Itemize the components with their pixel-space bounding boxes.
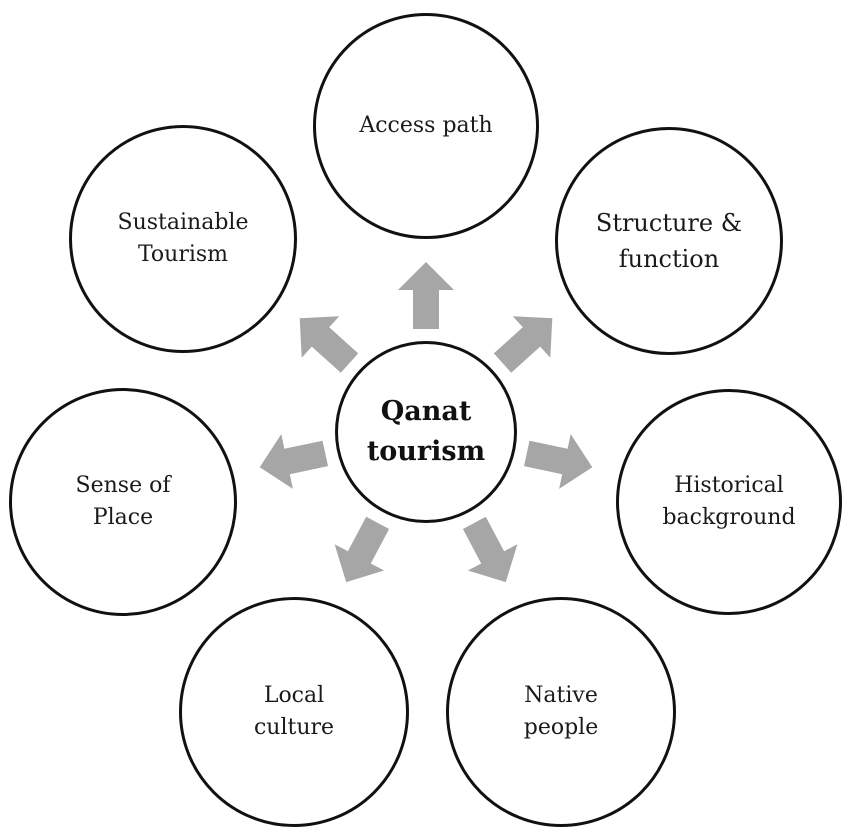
arrow-to-native — [462, 516, 518, 583]
node-structure-function: Structure & function — [555, 127, 783, 355]
node-local-culture: Local culture — [179, 597, 409, 827]
arrow-to-structure — [493, 316, 553, 373]
arrow-to-access — [398, 262, 454, 329]
node-local-culture-label: Local culture — [253, 683, 335, 740]
arrow-to-local — [334, 516, 390, 583]
node-native-people: Native people — [446, 597, 676, 827]
center-node-label: Qanat tourism — [366, 396, 486, 467]
node-historical-background-label: Historical background — [662, 473, 796, 530]
node-access-path: Access path — [313, 13, 539, 239]
node-access-path-label: Access path — [359, 113, 493, 138]
arrow-to-sustain — [299, 316, 359, 373]
node-native-people-label: Native people — [523, 683, 599, 740]
center-node-circle: Qanat tourism — [335, 341, 517, 523]
node-structure-function-label: Structure & function — [595, 209, 743, 273]
node-sense-of-place-label: Sense of Place — [75, 473, 171, 530]
arrow-to-historical — [524, 434, 593, 489]
node-historical-background: Historical background — [616, 389, 842, 615]
node-sustainable-tourism-label: Sustainable Tourism — [117, 210, 249, 267]
node-sustainable-tourism: Sustainable Tourism — [69, 125, 297, 353]
node-sense-of-place: Sense of Place — [9, 388, 237, 616]
arrow-to-sense — [259, 434, 328, 489]
